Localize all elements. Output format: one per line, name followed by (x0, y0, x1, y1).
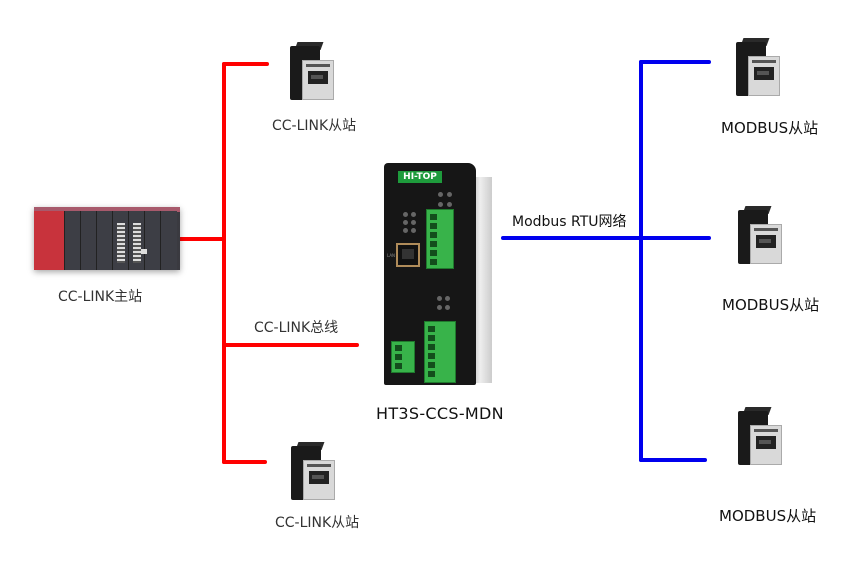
power-terminal-block (391, 341, 415, 373)
plc-io-terminal (133, 223, 141, 263)
led-indicator (445, 305, 450, 310)
cc-link-bus-label: CC-LINK总线 (254, 320, 339, 336)
led-indicator (403, 212, 408, 217)
lan-port-label: LAN (387, 253, 396, 258)
modbus-slave-device-icon (738, 206, 782, 264)
led-indicator (411, 228, 416, 233)
modbus-network-label: Modbus RTU网络 (512, 214, 627, 230)
cc-link-bus-lines (178, 62, 359, 464)
plc-module (96, 211, 113, 270)
modbus-network-lines (501, 60, 711, 462)
led-indicator (437, 296, 442, 301)
cc-link-master-plc (34, 207, 180, 270)
cc-link-slave-label: CC-LINK从站 (272, 118, 357, 134)
modbus-slave-device-icon (736, 38, 780, 96)
led-indicator (438, 192, 443, 197)
modbus-slave-label: MODBUS从站 (721, 119, 819, 137)
plc-top-bar (34, 207, 180, 212)
lan-port-icon (396, 243, 420, 267)
gateway-model-label: HT3S-CCS-MDN (376, 404, 504, 423)
modbus-slave-device-icon (738, 407, 782, 465)
led-indicator (445, 296, 450, 301)
led-indicator (411, 220, 416, 225)
led-indicator (438, 202, 443, 207)
plc-module (128, 211, 145, 270)
gateway-side-panel (472, 177, 492, 383)
gateway-front-panel: HI-TOP LAN (384, 163, 476, 385)
master-label: CC-LINK主站 (58, 289, 143, 305)
led-indicator (403, 220, 408, 225)
led-indicator (447, 202, 452, 207)
cc-link-slave-device-icon (290, 42, 334, 100)
cc-link-slave-device-icon (291, 442, 335, 500)
modbus-slave-label: MODBUS从站 (722, 296, 820, 314)
plc-module (64, 211, 81, 270)
plc-module (80, 211, 97, 270)
led-indicator (437, 305, 442, 310)
brand-logo: HI-TOP (398, 171, 442, 183)
led-indicator (411, 212, 416, 217)
plc-module (112, 211, 129, 270)
cc-link-terminal-block (426, 209, 454, 269)
plc-ethernet-port-icon (141, 249, 147, 254)
modbus-terminal-block (424, 321, 456, 383)
plc-io-terminal (117, 223, 125, 263)
gateway-device: HI-TOP LAN (384, 163, 492, 385)
plc-power-module (34, 211, 64, 270)
plc-module (144, 211, 161, 270)
plc-module (160, 211, 177, 270)
modbus-slave-label: MODBUS从站 (719, 507, 817, 525)
led-indicator (403, 228, 408, 233)
led-indicator (447, 192, 452, 197)
cc-link-slave-label: CC-LINK从站 (275, 515, 360, 531)
